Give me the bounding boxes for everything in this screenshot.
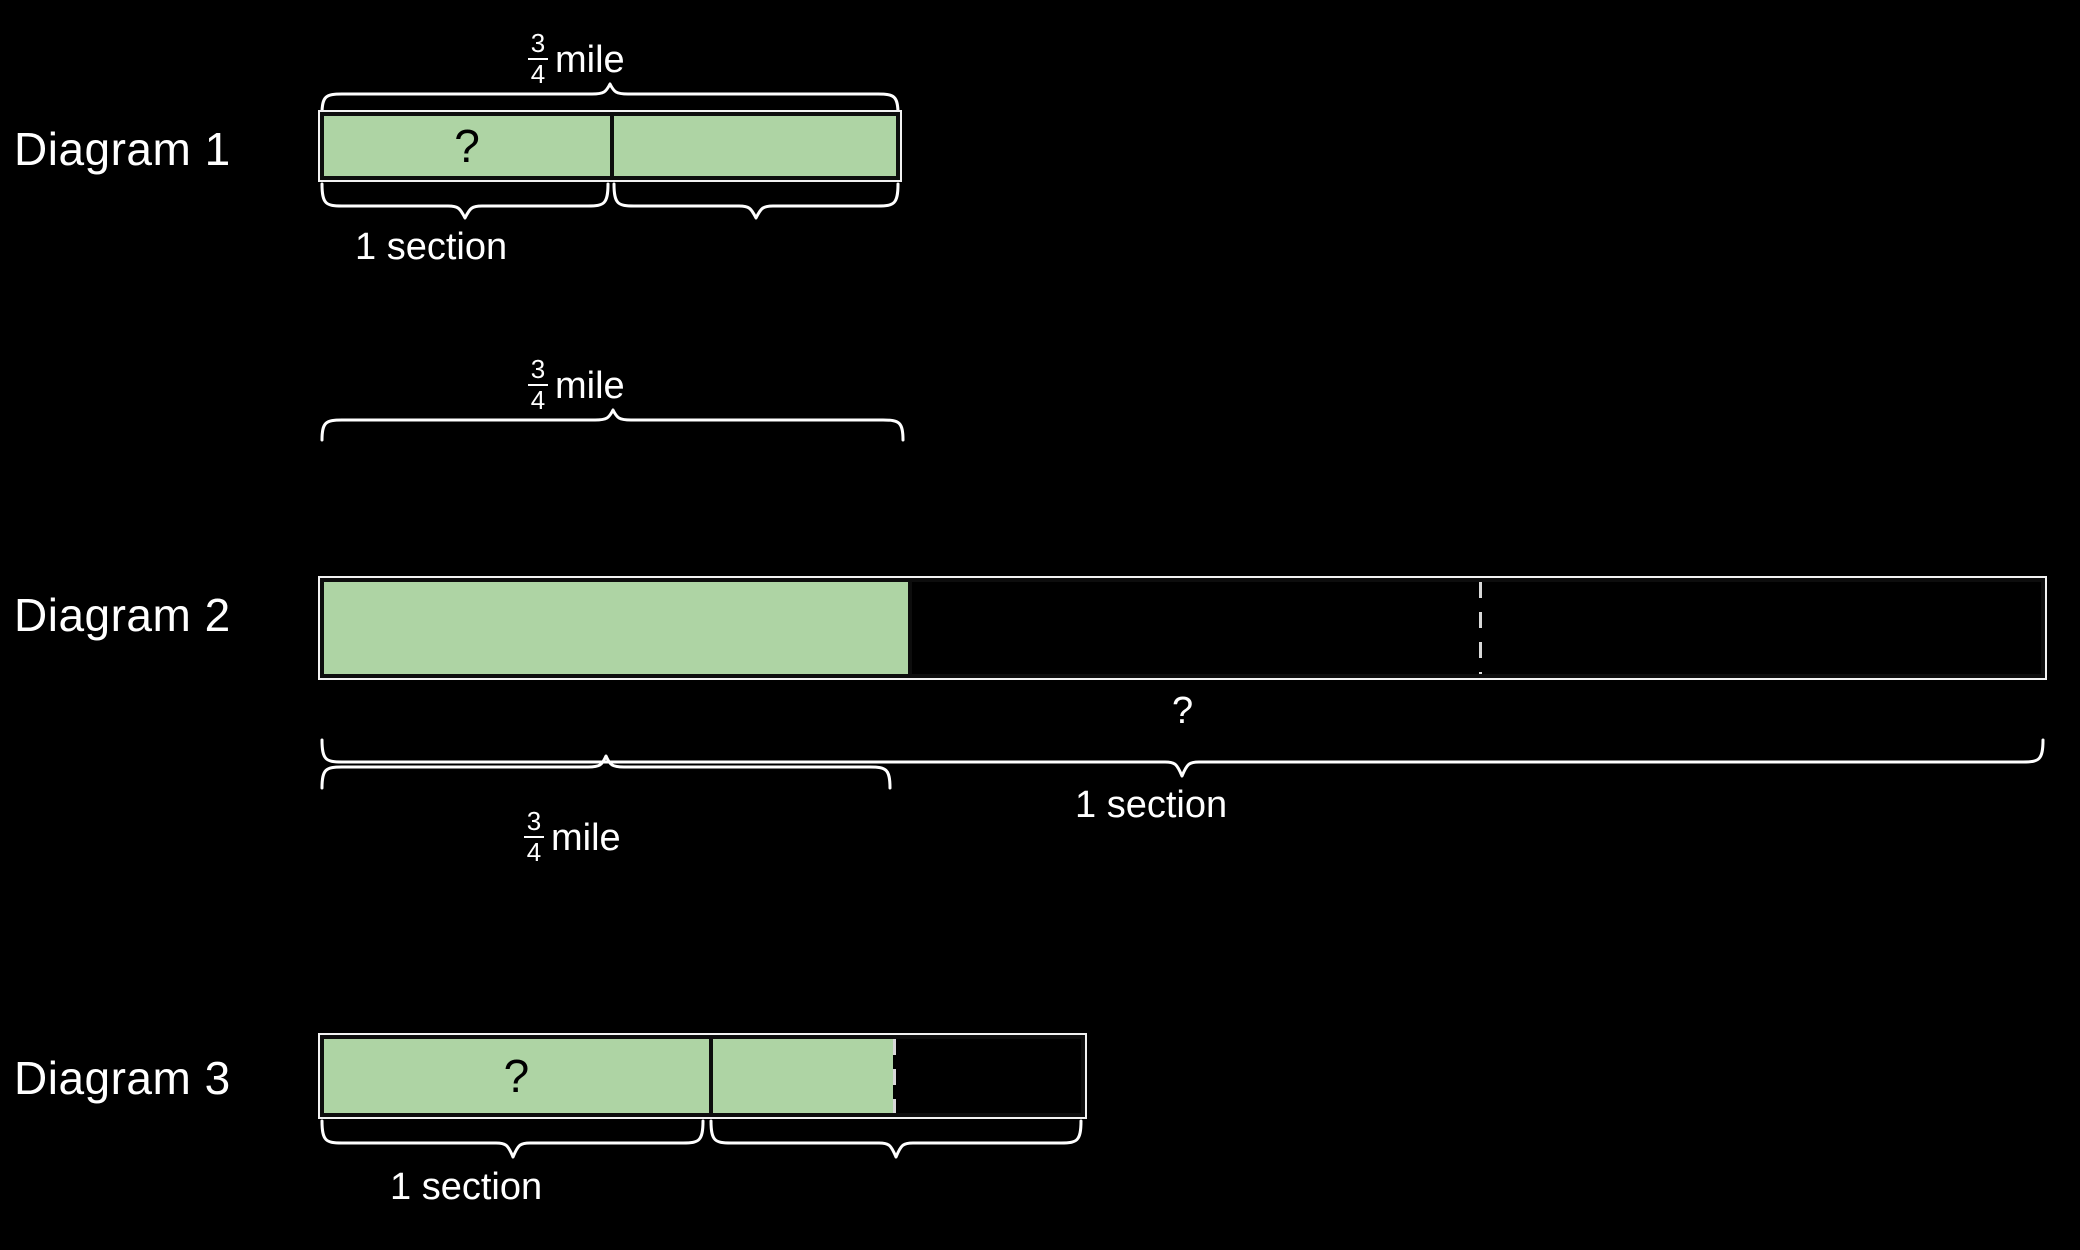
fraction-bar (524, 836, 544, 839)
diagram-2-question-label: ? (1172, 690, 1194, 732)
diagram-1-cell-1: ? (324, 116, 610, 176)
fraction-three-fourths: 3 4 (524, 806, 544, 868)
diagram-2-top-brace (320, 408, 905, 442)
diagram-3-cell-1: ? (324, 1039, 709, 1113)
diagram-3-top-brace (320, 754, 892, 790)
diagram-1-bar: ? (320, 112, 900, 180)
fraction-three-fourths: 3 4 (528, 354, 548, 416)
fraction-denominator: 4 (530, 385, 546, 416)
diagram-1-section-label: 1 section (355, 226, 508, 268)
diagram-2-bar (320, 578, 2045, 678)
diagram-1-label: Diagram 1 (14, 123, 231, 175)
diagram-2-top-brace-label: 3 4 mile (528, 348, 625, 416)
diagram-2-cell-green (324, 582, 908, 674)
fraction-denominator: 4 (530, 59, 546, 90)
unit-label: mile (551, 817, 621, 860)
diagram-1-top-brace-label: 3 4 mile (528, 22, 625, 90)
fraction-numerator: 3 (530, 354, 546, 384)
diagram-1-top-brace (320, 82, 900, 116)
diagram-3-label: Diagram 3 (14, 1052, 231, 1104)
diagram-2-cell-empty (907, 582, 2041, 674)
diagram-1-bottom-brace-left (320, 182, 610, 220)
diagram-2-section-label: 1 section (1075, 784, 1228, 826)
diagram-3-bottom-brace-right (709, 1119, 1083, 1159)
diagram-3-bottom-brace-left (320, 1119, 705, 1159)
fraction-bar (528, 384, 548, 387)
unit-label: mile (555, 39, 625, 82)
diagram-1-cell-1-question: ? (454, 120, 480, 172)
fraction-denominator: 4 (526, 837, 542, 868)
diagram-2-bottom-brace (320, 738, 2045, 778)
diagram-3-cell-2 (708, 1039, 893, 1113)
diagram-1-bottom-brace-right (612, 182, 900, 220)
unit-label: mile (555, 365, 625, 408)
diagram-3-dashed-divider (893, 1039, 896, 1113)
diagram-3-cell-3 (893, 1039, 1081, 1113)
diagram-2-dashed-divider (1478, 582, 1482, 674)
fraction-three-fourths: 3 4 (528, 28, 548, 90)
fraction-numerator: 3 (530, 28, 546, 58)
diagram-2-label: Diagram 2 (14, 589, 231, 641)
diagram-3-section-label: 1 section (390, 1166, 543, 1208)
diagram-3-bar: ? (320, 1035, 1085, 1117)
diagram-3-top-brace-label: 3 4 mile (524, 800, 621, 868)
fraction-bar (528, 58, 548, 61)
diagram-3-cell-1-question: ? (503, 1050, 530, 1102)
diagram-1-cell-2 (609, 116, 896, 176)
fraction-numerator: 3 (526, 806, 542, 836)
